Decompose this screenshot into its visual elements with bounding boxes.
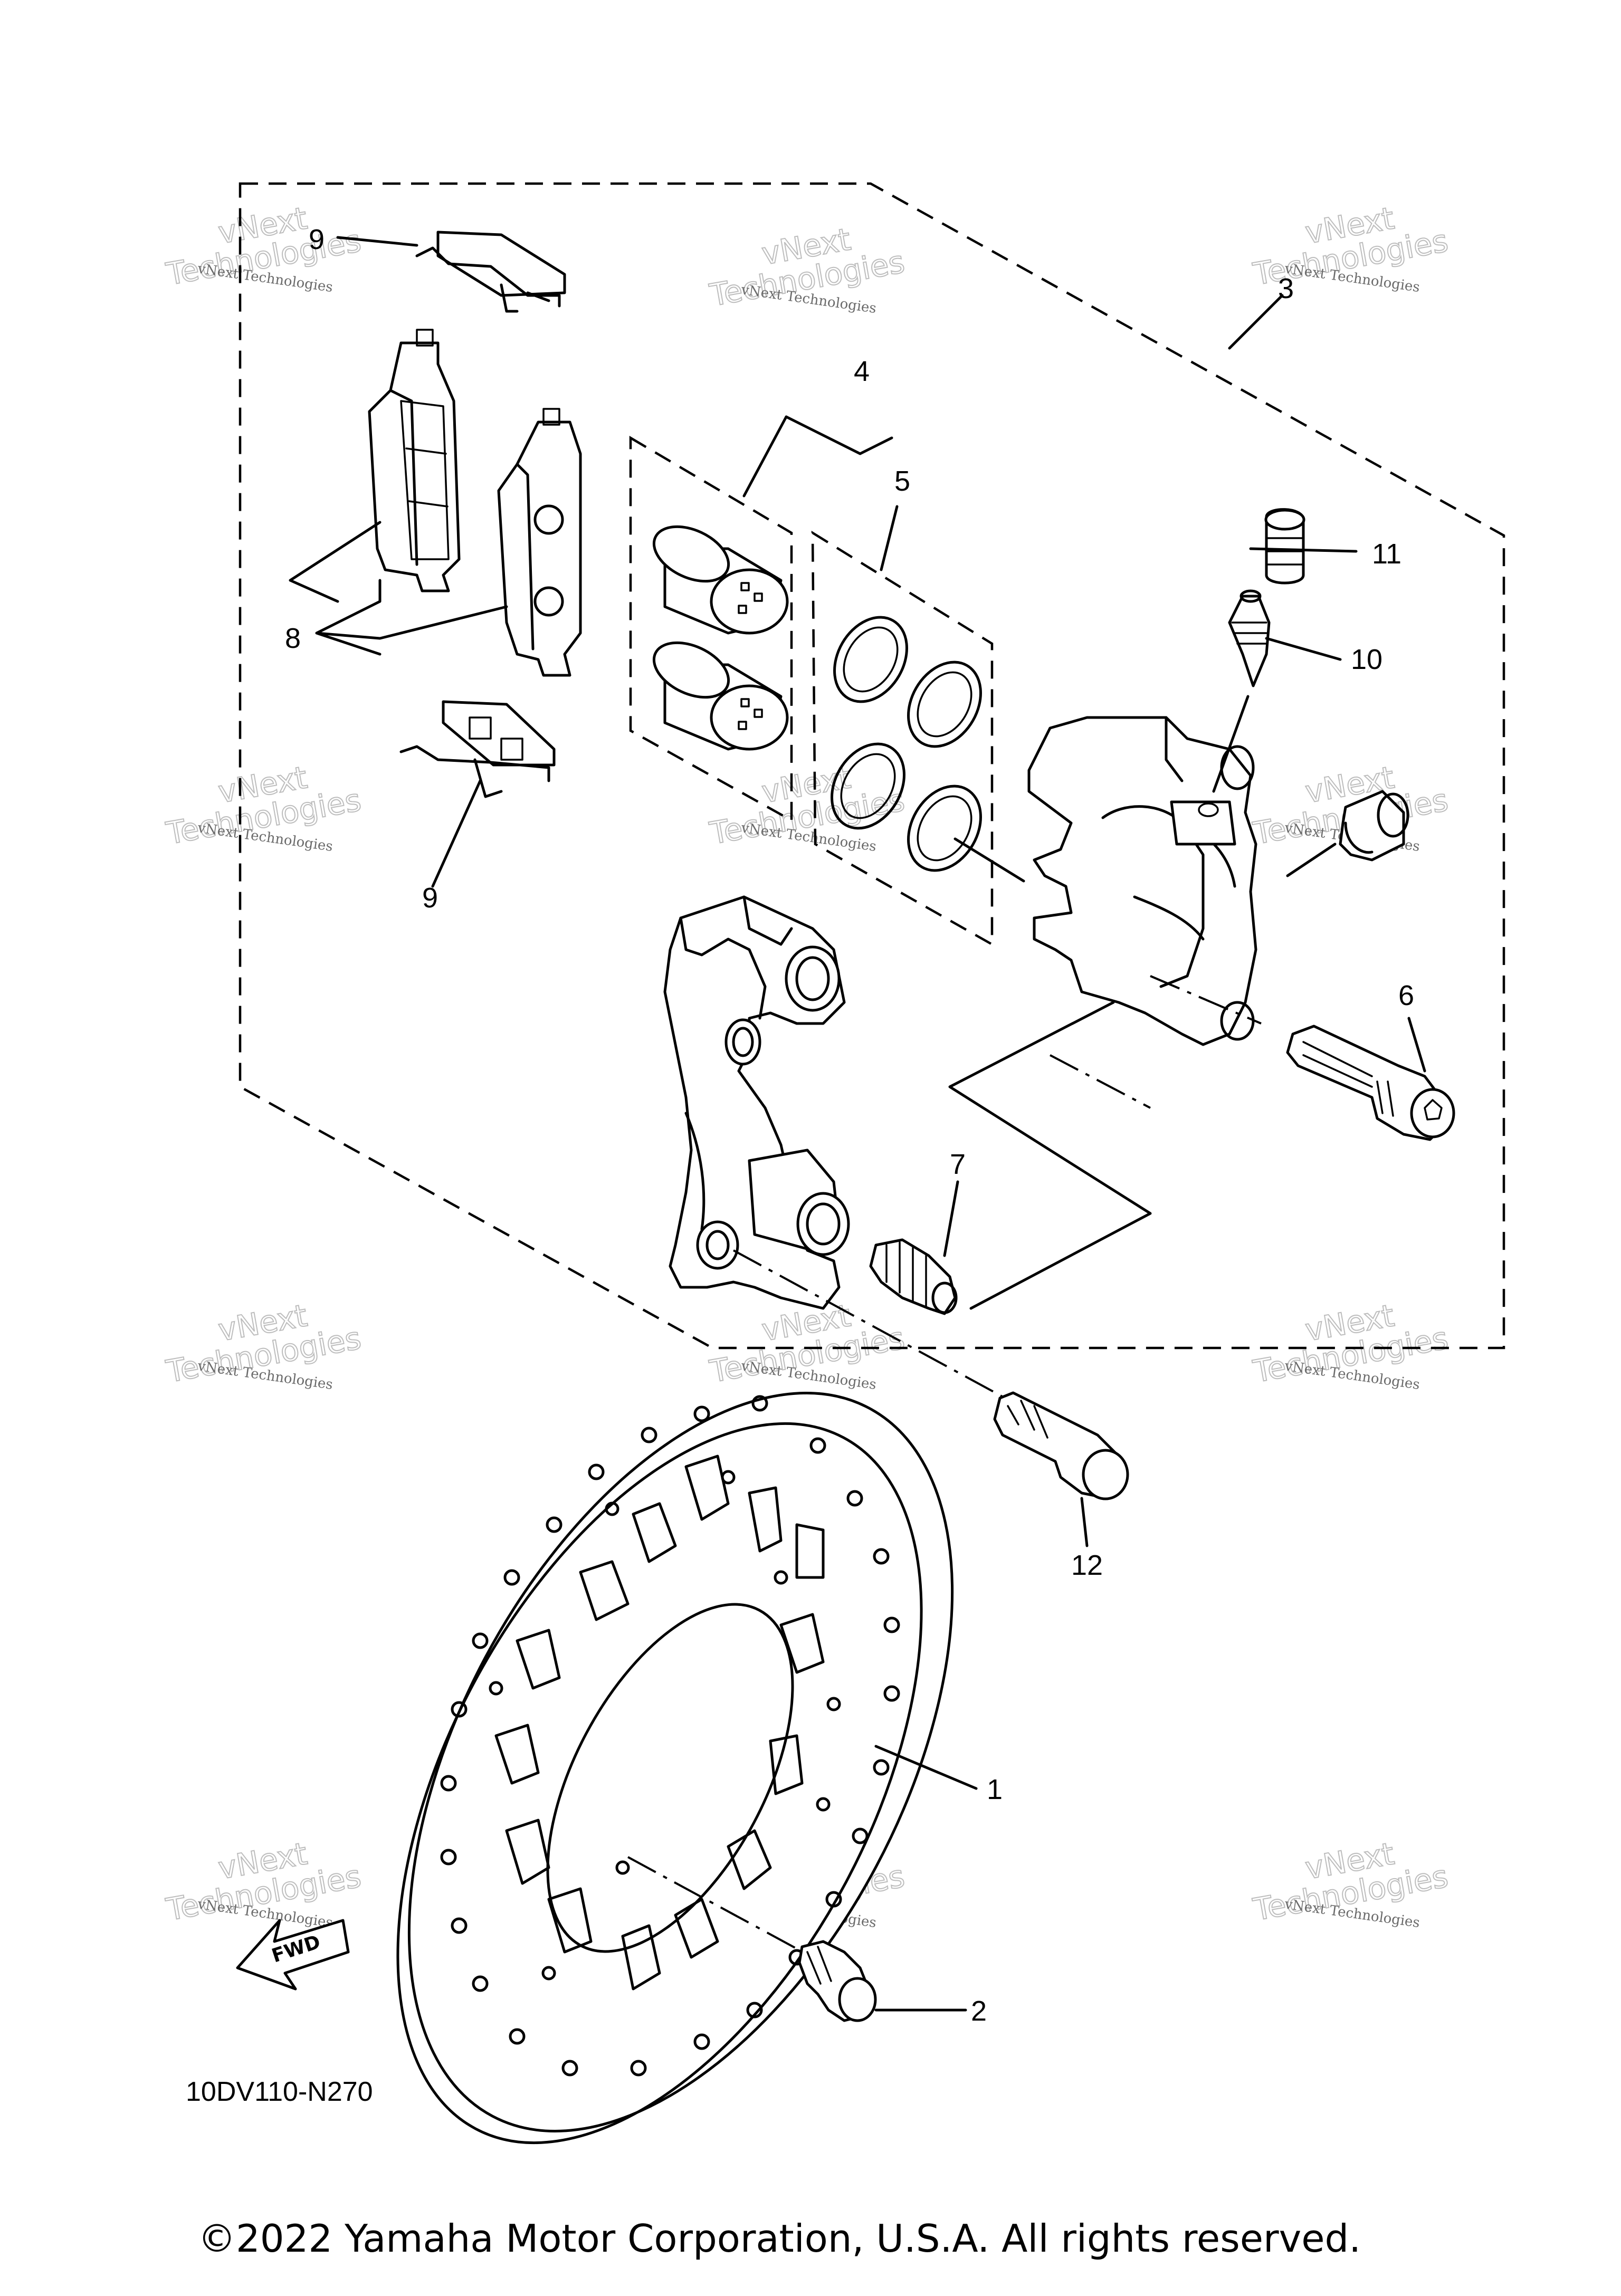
forward-direction-arrow: FWD xyxy=(236,1919,350,1991)
callout-6: 6 xyxy=(1398,980,1414,1011)
watermark: Technologies vNext vNext Technologies xyxy=(707,759,908,855)
callout-9-top: 9 xyxy=(309,224,325,255)
callout-7: 7 xyxy=(950,1149,966,1180)
callout-1: 1 xyxy=(987,1774,1003,1805)
caliper-body xyxy=(1027,716,1257,1046)
diagram-code: 10DV110-N270 xyxy=(186,2077,373,2107)
brake-disc xyxy=(396,1392,954,2145)
bracket-bolt-leader xyxy=(1080,1497,1089,1547)
callout-10: 10 xyxy=(1351,644,1382,675)
caliper-centerline xyxy=(1150,975,1262,1025)
callout-12: 12 xyxy=(1071,1549,1103,1581)
bracket-pin-guide-line xyxy=(948,1001,1152,1310)
callout-9-bottom: 9 xyxy=(422,882,438,914)
pad-spring-lower xyxy=(399,700,556,798)
watermark: Technologies vNext vNext Technologies xyxy=(163,759,365,855)
caliper-pin xyxy=(1339,790,1409,862)
callout-numbers: 9 3 4 5 11 10 8 9 6 7 12 1 2 xyxy=(285,224,1414,2027)
watermark: Technologies vNext vNext Technologies xyxy=(707,221,908,317)
disc-vents xyxy=(494,1455,825,1991)
callout-5: 5 xyxy=(894,465,910,497)
disc-leader xyxy=(874,1745,978,1790)
watermark: Technologies vNext vNext Technologies xyxy=(163,199,365,295)
bracket-bolt xyxy=(993,1391,1129,1500)
callout-3: 3 xyxy=(1278,273,1294,304)
disc-bolt xyxy=(798,1940,967,2022)
watermark: Technologies vNext vNext Technologies xyxy=(1250,1835,1452,1931)
piston-lower xyxy=(652,641,789,751)
caliper-assembly-outline xyxy=(239,182,1505,1350)
piston-outline xyxy=(629,436,793,822)
callout-4: 4 xyxy=(854,356,870,387)
pad-spring-upper xyxy=(415,231,566,313)
bleed-screw xyxy=(1228,589,1271,687)
callout-2: 2 xyxy=(971,1995,987,2027)
copyright-notice: ©2022 Yamaha Motor Corporation, U.S.A. A… xyxy=(198,2216,1361,2261)
seal-kit-outline xyxy=(811,530,994,946)
pin-boot xyxy=(869,1238,958,1315)
disc-bolt-centerline xyxy=(627,1856,813,1958)
brake-pad-right xyxy=(497,408,582,677)
watermark: Technologies vNext vNext Technologies xyxy=(707,1297,908,1393)
caliper-to-bleeder-leader xyxy=(1212,695,1250,793)
watermark: Technologies vNext vNext Technologies xyxy=(163,1297,365,1393)
pin-bolt xyxy=(1286,1025,1455,1141)
pin-to-caliper-leader xyxy=(1286,843,1337,877)
bracket-bolt-centerline xyxy=(733,1249,1035,1415)
callout-8: 8 xyxy=(285,623,301,654)
watermark: Technologies vNext vNext Technologies xyxy=(163,1835,365,1931)
seals xyxy=(831,616,982,872)
bracket-pin-centerline xyxy=(1050,1054,1151,1109)
bleed-screw-cap xyxy=(1264,508,1305,585)
caliper-bracket xyxy=(663,895,850,1310)
piston-upper xyxy=(652,525,789,635)
seal-to-caliper-leader xyxy=(953,837,1025,883)
callout-11: 11 xyxy=(1372,538,1401,570)
brake-pad-left xyxy=(368,329,461,592)
callout-leaders xyxy=(289,236,1426,1257)
watermark: Technologies vNext vNext Technologies xyxy=(1250,1297,1452,1393)
